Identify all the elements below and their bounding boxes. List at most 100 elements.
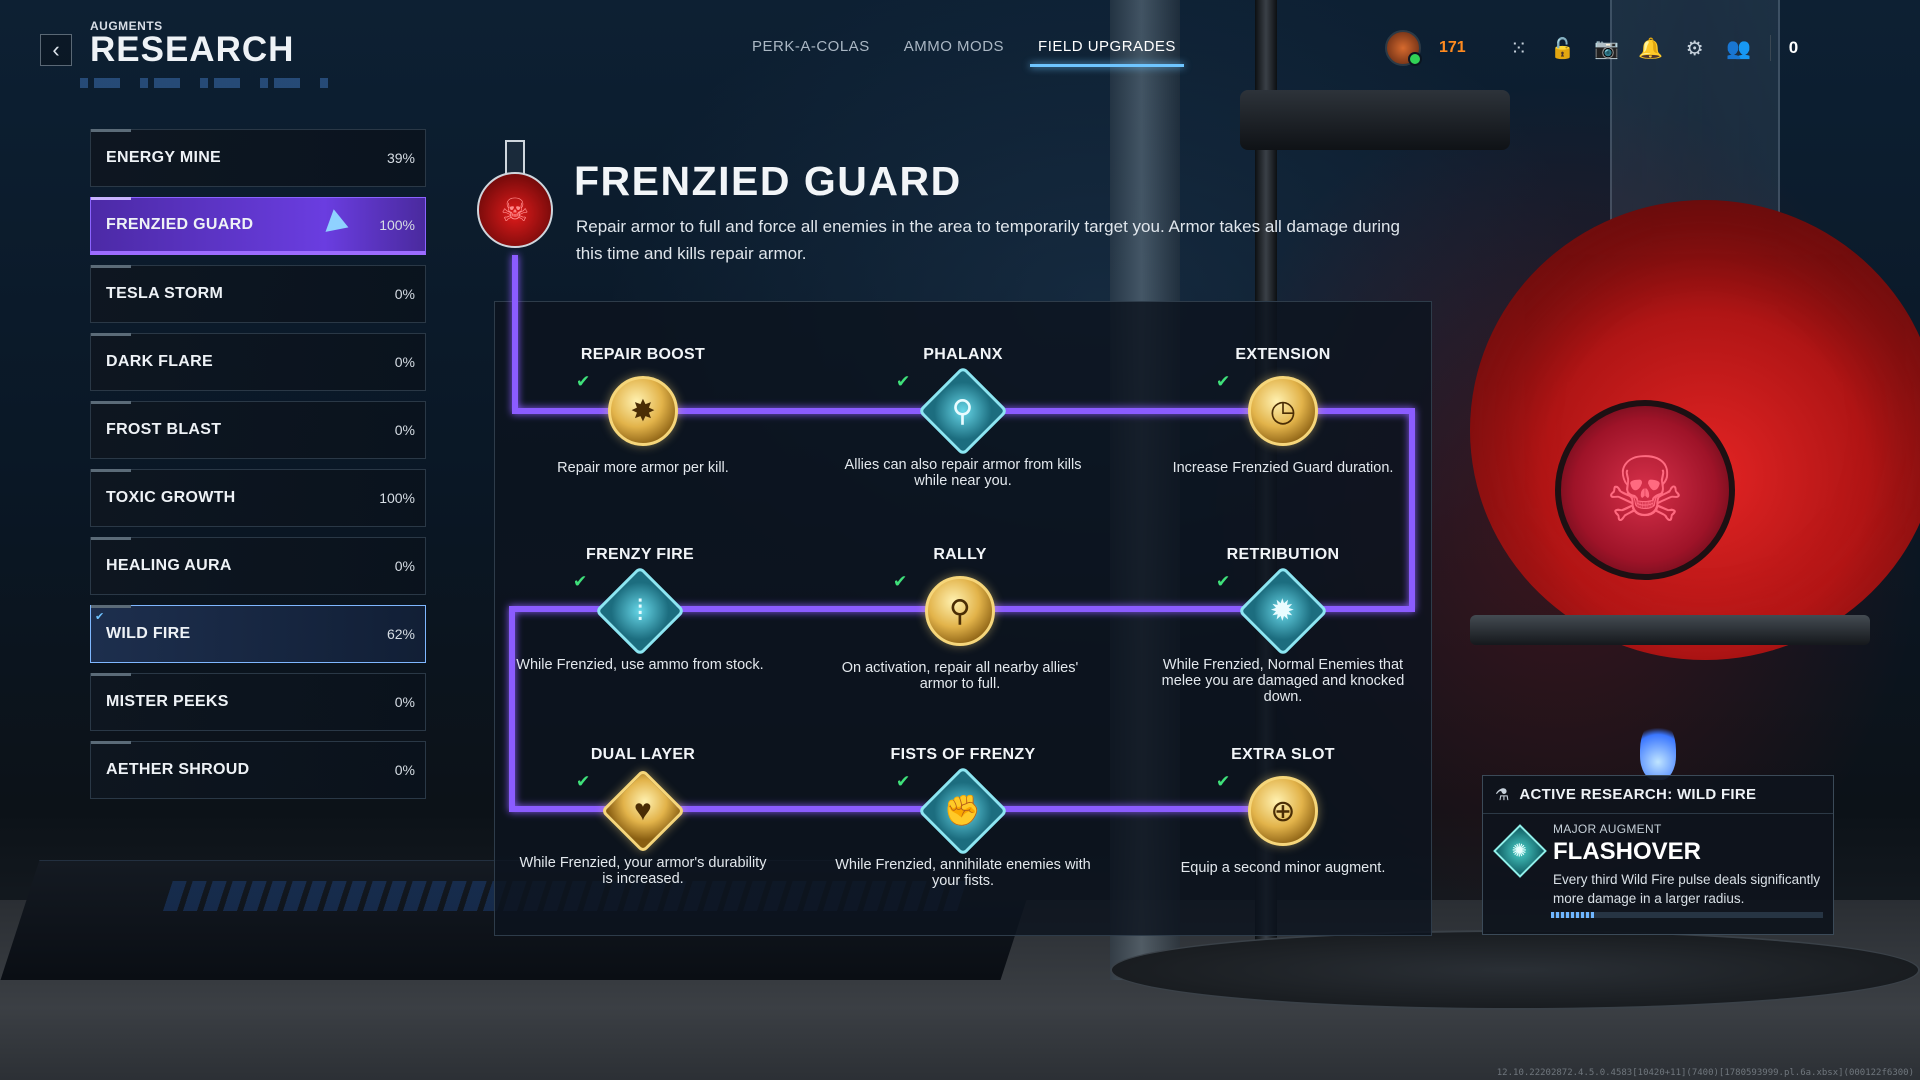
breadcrumb: AUGMENTS [90, 19, 163, 33]
bell-icon[interactable]: 🔔 [1638, 37, 1664, 60]
item-name: DARK FLARE [106, 353, 213, 370]
node-description: While Frenzied, use ammo from stock. [516, 657, 764, 673]
broken-heart-icon: ♥ [600, 768, 686, 854]
player-avatar[interactable] [1385, 30, 1422, 66]
node-rally[interactable]: RALLY ✔ ⚲ On activation, repair all near… [830, 546, 1090, 692]
list-item-healing-aura[interactable]: HEALING AURA 0% [90, 537, 426, 595]
tab-field-upgrades[interactable]: FIELD UPGRADES [1030, 38, 1184, 67]
node-description: On activation, repair all nearby allies'… [841, 660, 1079, 692]
node-title: REPAIR BOOST [580, 346, 706, 363]
player-level: 171 [1439, 39, 1466, 56]
node-title: RALLY [933, 546, 987, 563]
node-frenzy-fire[interactable]: FRENZY FIRE ✔ ⁞ While Frenzied, use ammo… [510, 546, 770, 673]
item-percent: 0% [394, 286, 415, 302]
list-item-aether-shroud[interactable]: AETHER SHROUD 0% [90, 741, 426, 799]
node-fists-of-frenzy[interactable]: FISTS OF FRENZY ✔ ✊ While Frenzied, anni… [833, 746, 1093, 889]
party-icon[interactable]: 👥 [1726, 37, 1752, 60]
node-phalanx[interactable]: PHALANX ✔ ⚲ Allies can also repair armor… [833, 346, 1093, 489]
grid-menu-icon[interactable]: ⁙ [1510, 37, 1528, 60]
check-icon: ✔ [1216, 372, 1231, 391]
explosion-icon: ✹ [1237, 565, 1329, 657]
node-description: While Frenzied, your armor's durability … [519, 855, 767, 887]
upgrade-title: FRENZIED GUARD [574, 158, 962, 204]
node-repair-boost[interactable]: REPAIR BOOST ✔ ✸ Repair more armor per k… [513, 346, 773, 476]
check-icon: ✔ [573, 572, 588, 591]
research-progress-fill [1551, 912, 1595, 918]
list-item-frenzied-guard[interactable]: FRENZIED GUARD 100% [90, 197, 426, 255]
node-description: While Frenzied, annihilate enemies with … [835, 857, 1091, 889]
node-title: RETRIBUTION [1226, 546, 1340, 563]
gear-icon[interactable]: ⚙ [1685, 37, 1704, 60]
clamp-prop [1240, 90, 1510, 150]
active-research-card[interactable]: ⚗ ACTIVE RESEARCH: WILD FIRE ✺ MAJOR AUG… [1482, 775, 1834, 935]
research-progress-bar [1551, 912, 1823, 918]
item-name: FRENZIED GUARD [106, 215, 254, 233]
tab-perk-a-colas[interactable]: PERK-A-COLAS [752, 38, 870, 55]
node-description: Equip a second minor augment. [1180, 860, 1386, 876]
item-name: TOXIC GROWTH [106, 489, 236, 506]
check-icon: ✔ [576, 372, 591, 391]
potion-icon: ☠ [475, 140, 555, 260]
back-button[interactable]: ‹ [40, 34, 72, 66]
node-retribution[interactable]: RETRIBUTION ✔ ✹ While Frenzied, Normal E… [1153, 546, 1413, 705]
check-icon: ✔ [576, 772, 591, 791]
camera-icon[interactable]: 📷 [1594, 37, 1620, 60]
augment-description: Every third Wild Fire pulse deals signif… [1553, 872, 1821, 906]
node-description: While Frenzied, Normal Enemies that mele… [1161, 657, 1405, 705]
item-name: WILD FIRE [106, 625, 191, 642]
topbar-divider [1769, 35, 1771, 61]
active-research-label: ACTIVE RESEARCH: WILD FIRE [1519, 786, 1757, 803]
unlock-icon[interactable]: 🔓 [1550, 37, 1576, 60]
item-name: ENERGY MINE [106, 149, 222, 166]
ammo-icon: ⁞ [594, 565, 686, 657]
flask-icon: ⚗ [1495, 786, 1510, 804]
item-name: AETHER SHROUD [106, 761, 250, 778]
item-percent: 0% [394, 558, 415, 574]
tab-ammo-mods[interactable]: AMMO MODS [903, 38, 1005, 55]
check-icon: ✔ [1216, 772, 1231, 791]
flashover-icon: ✺ [1493, 824, 1547, 878]
active-research-body: ✺ MAJOR AUGMENT FLASHOVER Every third Wi… [1483, 814, 1833, 908]
item-percent: 0% [394, 354, 415, 370]
check-icon: ✔ [1216, 572, 1231, 591]
augment-type: MAJOR AUGMENT [1553, 822, 1662, 836]
node-title: FISTS OF FRENZY [890, 746, 1036, 763]
node-extra-slot[interactable]: EXTRA SLOT ✔ ⊕ Equip a second minor augm… [1153, 746, 1413, 876]
item-name: HEALING AURA [106, 557, 232, 574]
item-percent: 100% [379, 216, 415, 233]
node-title: DUAL LAYER [590, 746, 696, 763]
list-item-dark-flare[interactable]: DARK FLARE 0% [90, 333, 426, 391]
node-description: Allies can also repair armor from kills … [844, 457, 1082, 489]
node-description: Repair more armor per kill. [557, 460, 729, 476]
chevron-left-icon: ‹ [52, 37, 60, 62]
cursor-pointer-icon [325, 209, 353, 239]
node-title: EXTENSION [1235, 346, 1331, 363]
map-pin-icon: ⚲ [917, 365, 1009, 457]
skull-icon: ☠ [500, 192, 530, 228]
node-title: EXTRA SLOT [1231, 746, 1335, 763]
build-watermark: 12.10.22202872.4.5.0.4583[10420+11](7400… [1496, 1068, 1914, 1078]
node-extension[interactable]: EXTENSION ✔ ◷ Increase Frenzied Guard du… [1153, 346, 1413, 476]
node-dual-layer[interactable]: DUAL LAYER ✔ ♥ While Frenzied, your armo… [513, 746, 773, 887]
tab-bar: PERK-A-COLAS AMMO MODS FIELD UPGRADES [752, 38, 1184, 67]
burner-flame-prop [1640, 720, 1676, 780]
potion-neck [505, 140, 525, 176]
list-item-toxic-growth[interactable]: TOXIC GROWTH 100% [90, 469, 426, 527]
item-percent: 0% [394, 762, 415, 778]
node-description: Increase Frenzied Guard duration. [1172, 460, 1394, 476]
party-count: 0 [1788, 38, 1799, 57]
item-percent: 0% [394, 422, 415, 438]
augment-name: FLASHOVER [1553, 838, 1702, 865]
flask-stand-prop [1470, 615, 1870, 645]
top-bar: 171 ⁙ 🔓 📷 🔔 ⚙ 👥 0 [1385, 30, 1798, 66]
item-percent: 100% [379, 490, 415, 506]
item-percent: 0% [394, 694, 415, 710]
fist-icon: ✊ [917, 765, 1009, 857]
node-title: FRENZY FIRE [586, 546, 694, 563]
skull-emblem-icon: ☠ [1555, 400, 1735, 580]
